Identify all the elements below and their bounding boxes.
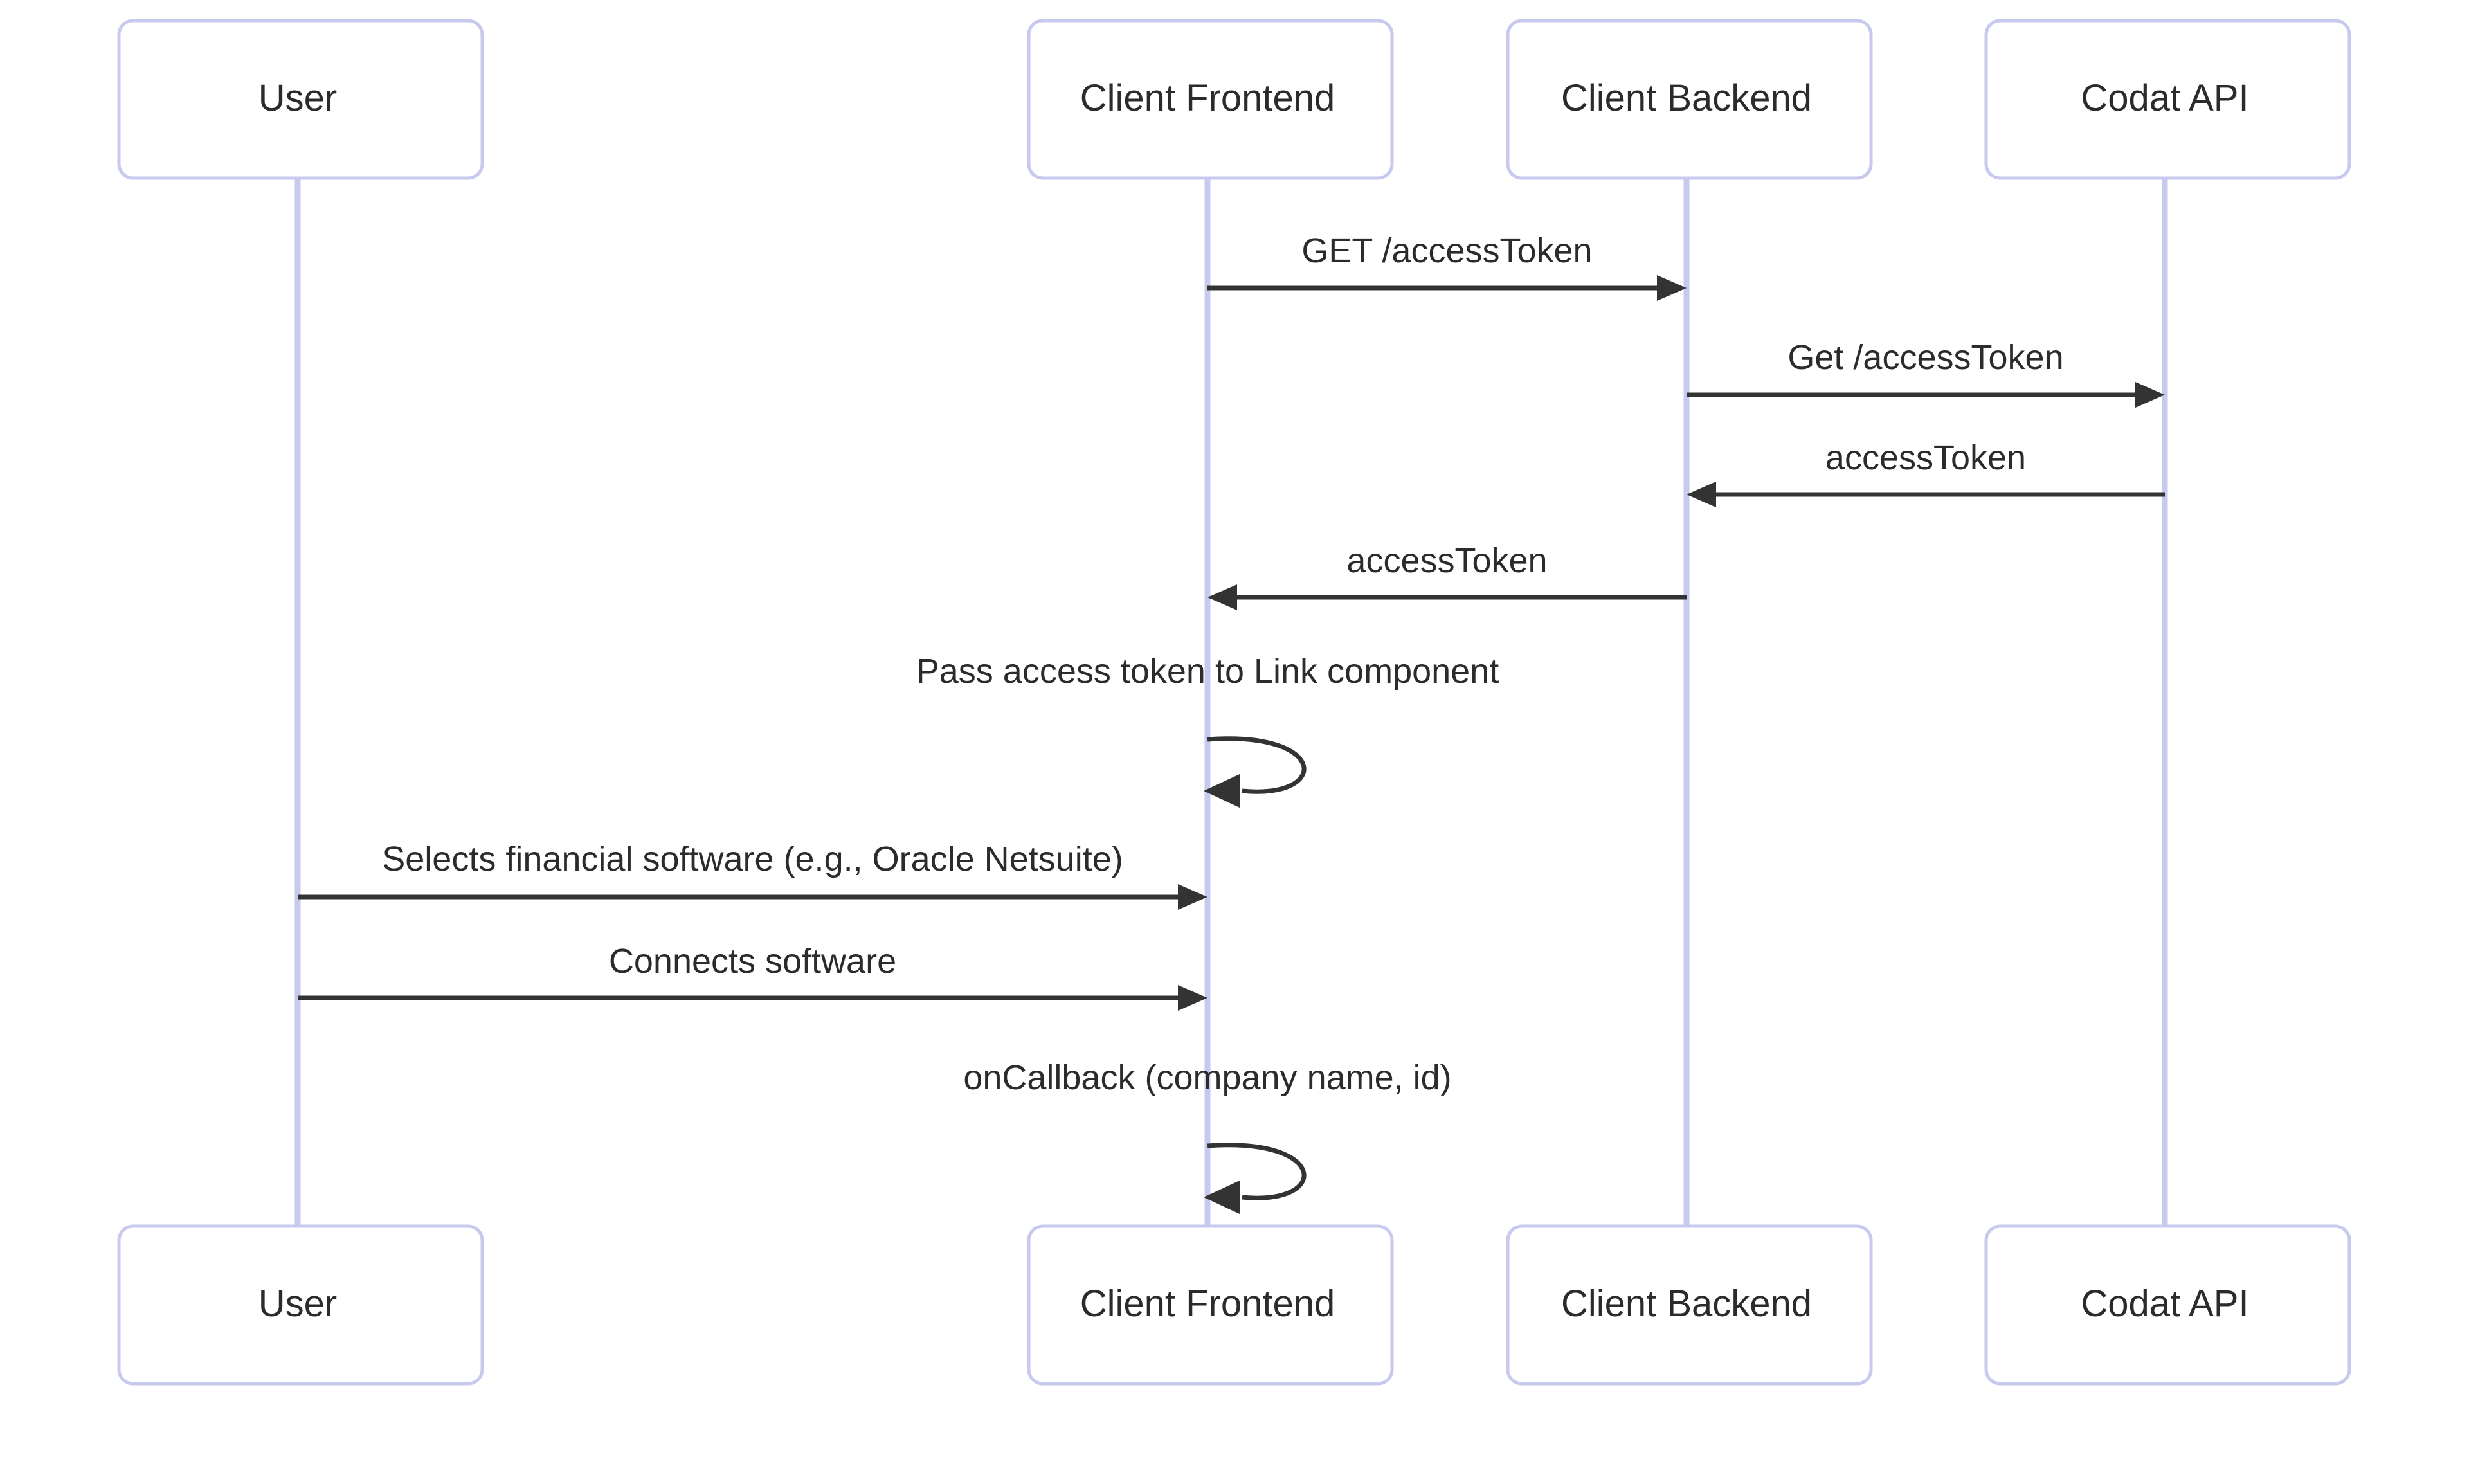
msg-get-access-token-upstream[interactable]: Get /accessToken [1687,338,2165,408]
participant-box-client-frontend[interactable] [1027,19,1394,180]
msg-access-token-response-api-arrowhead [1687,482,1716,507]
msg-on-callback[interactable]: onCallback (company name, id) [963,1058,1452,1214]
msg-selects-financial-software-arrowhead [1178,884,1207,910]
participant-client-frontend-header[interactable]: Client Frontend [1027,19,1394,180]
msg-pass-access-token-label: Pass access token to Link component [916,652,1499,691]
participant-box-user[interactable] [117,19,484,180]
lifelines-layer [294,178,2168,1226]
msg-pass-access-token-loop [1207,736,1307,794]
msg-access-token-response-backend[interactable]: accessToken [1207,541,1687,610]
msg-pass-access-token-arrowhead [1204,774,1240,808]
msg-on-callback-arrowhead [1204,1181,1240,1214]
msg-get-access-token[interactable]: GET /accessToken [1207,231,1687,301]
participant-label-client-frontend: Client Frontend [1080,77,1335,119]
msg-get-access-token-label: GET /accessToken [1301,231,1592,270]
participant-label-client-backend: Client Backend [1561,1283,1812,1325]
participant-box-client-backend[interactable] [1506,19,1873,180]
participant-codat-api-header[interactable]: Codat API [1984,19,2351,180]
participant-box-user[interactable] [117,1224,484,1386]
participant-client-backend-header[interactable]: Client Backend [1506,19,1873,180]
participant-label-user: User [258,77,337,119]
msg-pass-access-token[interactable]: Pass access token to Link component [916,652,1499,808]
participant-box-client-backend[interactable] [1506,1224,1873,1386]
participant-box-client-frontend[interactable] [1027,1224,1394,1386]
participant-box-codat-api[interactable] [1984,19,2351,180]
participant-client-backend-footer[interactable]: Client Backend [1506,1224,1873,1386]
participant-codat-api-footer[interactable]: Codat API [1984,1224,2351,1386]
header-participant-boxes: User Client Frontend Client Backend Codat A… [117,19,2351,180]
msg-get-access-token-upstream-label: Get /accessToken [1787,338,2063,377]
footer-participant-boxes: User Client Frontend Client Backend Codat A… [117,1224,2351,1386]
participant-user-footer[interactable]: User [117,1224,484,1386]
msg-selects-financial-software[interactable]: Selects financial software (e.g., Oracle… [298,840,1207,910]
participant-label-codat-api: Codat API [2081,77,2248,119]
participant-label-client-frontend: Client Frontend [1080,1283,1335,1325]
msg-selects-financial-software-label: Selects financial software (e.g., Oracle… [382,840,1123,878]
msg-access-token-response-api[interactable]: accessToken [1687,439,2165,507]
participant-label-client-backend: Client Backend [1561,77,1812,119]
msg-connects-software[interactable]: Connects software [298,942,1207,1011]
msg-get-access-token-upstream-arrowhead [2135,382,2165,408]
msg-connects-software-arrowhead [1178,985,1207,1011]
participant-label-codat-api: Codat API [2081,1283,2248,1325]
participant-label-user: User [258,1283,337,1325]
msg-access-token-response-backend-label: accessToken [1346,541,1547,580]
msg-get-access-token-arrowhead [1657,275,1687,301]
participant-client-frontend-footer[interactable]: Client Frontend [1027,1224,1394,1386]
msg-connects-software-label: Connects software [609,942,896,981]
msg-access-token-response-backend-arrowhead [1207,584,1237,610]
msg-on-callback-label: onCallback (company name, id) [963,1058,1451,1097]
msg-on-callback-loop [1207,1143,1307,1200]
participant-box-codat-api[interactable] [1984,1224,2351,1386]
participant-user-header[interactable]: User [117,19,484,180]
msg-access-token-response-api-label: accessToken [1825,439,2026,477]
